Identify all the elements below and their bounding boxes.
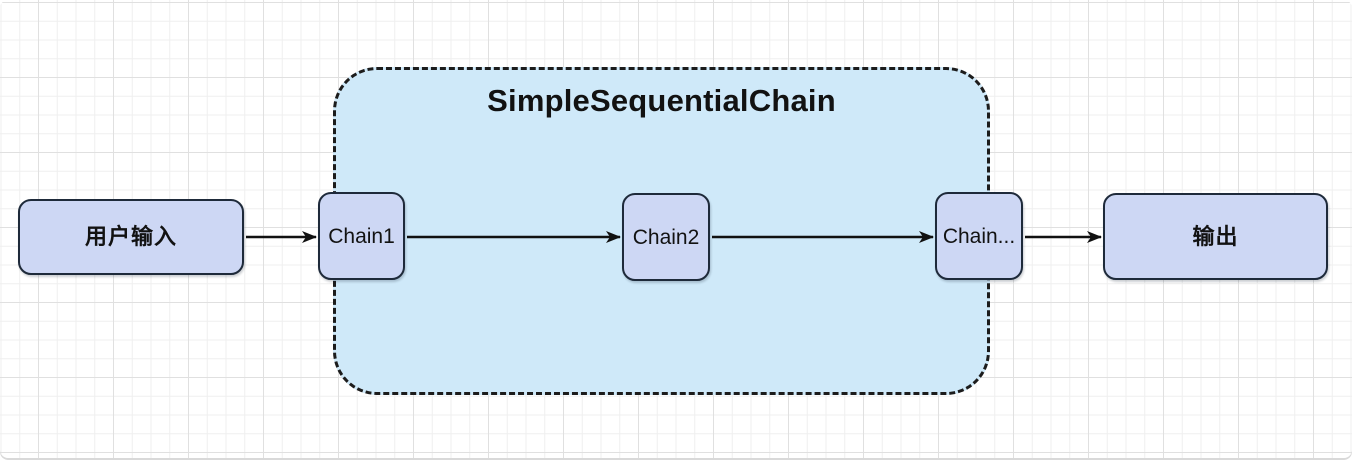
node-chain2: Chain2: [622, 193, 710, 281]
node-chain1-label: Chain1: [328, 224, 395, 248]
node-chain1: Chain1: [318, 192, 405, 280]
node-chain-etc-label: Chain...: [942, 224, 1016, 248]
simple-sequential-chain-container: SimpleSequentialChain: [333, 67, 990, 395]
node-output-label: 输出: [1192, 223, 1239, 249]
node-chain2-label: Chain2: [632, 225, 700, 249]
node-user-input-label: 用户输入: [84, 224, 177, 249]
node-user-input: 用户输入: [18, 199, 244, 275]
container-title: SimpleSequentialChain: [487, 83, 836, 118]
node-output: 输出: [1103, 193, 1328, 280]
node-chain-etc: Chain...: [935, 192, 1023, 280]
